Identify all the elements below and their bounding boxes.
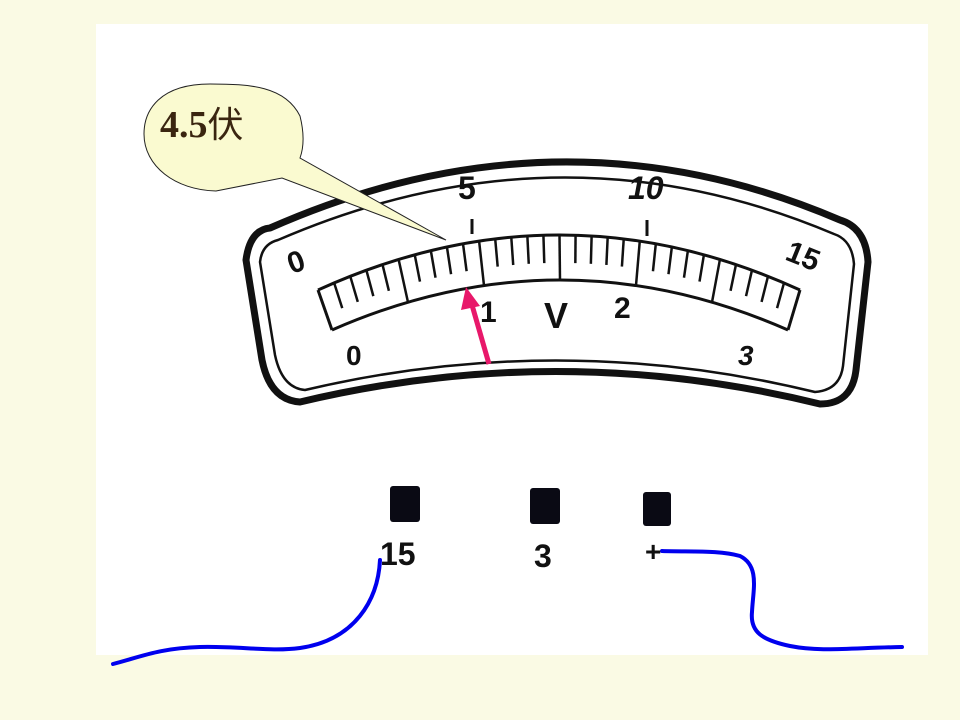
terminal-label-plus: + <box>645 536 662 567</box>
unit-symbol: V <box>544 295 569 336</box>
terminal-3[interactable] <box>530 488 560 524</box>
lower-label-0: 0 <box>346 340 362 371</box>
lower-label-3: 3 <box>738 340 754 371</box>
wires <box>111 549 904 666</box>
meter-body <box>242 158 872 408</box>
callout-unit: 伏 <box>207 105 244 146</box>
terminal-15[interactable] <box>390 486 420 522</box>
wire-right <box>660 549 904 652</box>
terminal-plus[interactable] <box>643 492 671 526</box>
lower-label-1: 1 <box>480 296 497 329</box>
pointer-arrow <box>461 287 492 365</box>
upper-label-5: 5 <box>458 170 476 206</box>
upper-label-10: 10 <box>628 170 664 206</box>
callout-value: 4.5 <box>160 104 208 146</box>
wire-left <box>111 558 382 666</box>
callout-bubble <box>143 83 447 241</box>
lower-label-2: 2 <box>614 292 631 325</box>
terminal-label-3: 3 <box>534 538 552 574</box>
callout-text: 4.5伏 <box>160 106 244 144</box>
scale-ticks <box>332 234 786 309</box>
terminal-label-15: 15 <box>380 536 416 572</box>
